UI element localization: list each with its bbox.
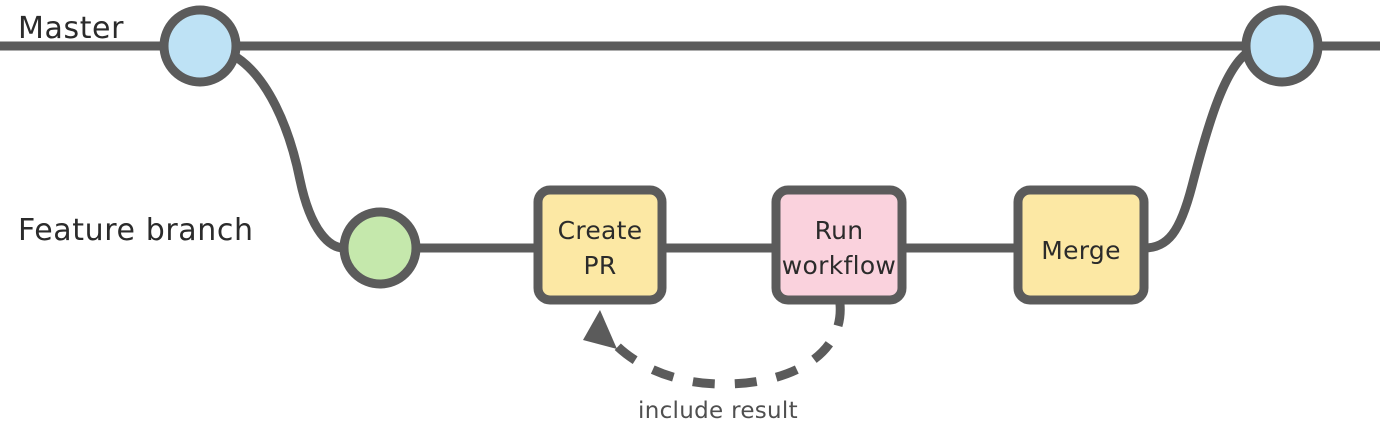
edge-include-result-arrowhead (583, 310, 617, 349)
commit-circle-master-start[interactable] (159, 5, 241, 87)
edge-include-result-curve (604, 303, 845, 389)
node-run-workflow[interactable] (771, 185, 907, 305)
lane-label-feature-branch: Feature branch (18, 213, 254, 248)
edge-merge-back-to-master (1139, 45, 1257, 253)
node-run-workflow-label-line2: workflow (782, 251, 896, 280)
node-create-pr-label-line2: PR (583, 251, 616, 280)
lane-label-master: Master (18, 11, 124, 46)
commit-circle-master-end[interactable] (1241, 5, 1323, 87)
edge-branch-off (226, 49, 349, 253)
commit-circle-feature-start[interactable] (339, 207, 421, 289)
node-create-pr[interactable] (533, 185, 667, 305)
node-merge-label: Merge (1041, 236, 1121, 265)
edge-label-include-result: include result (638, 398, 798, 424)
node-create-pr-label-line1: Create (558, 216, 643, 245)
node-merge[interactable] (1013, 185, 1149, 305)
node-run-workflow-label-line1: Run (815, 216, 864, 245)
